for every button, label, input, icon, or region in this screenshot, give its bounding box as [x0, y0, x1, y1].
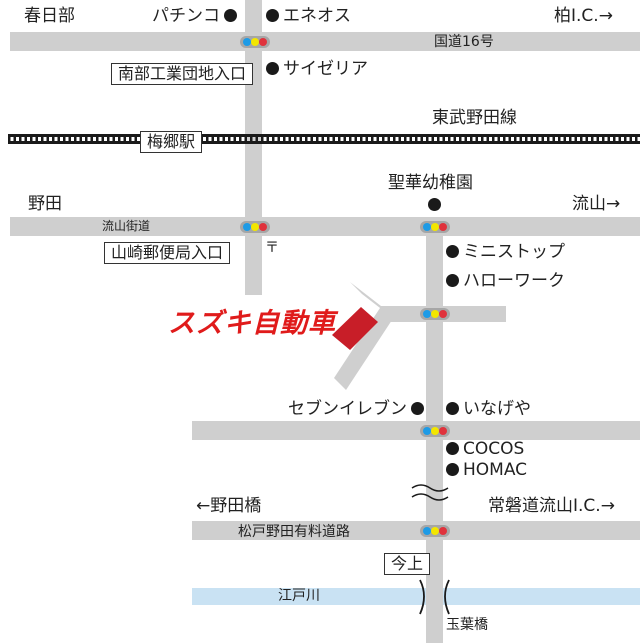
road-break-mark	[411, 484, 449, 492]
route16-road	[10, 32, 640, 51]
label-noda: 野田	[28, 194, 62, 214]
label-toll-road: 松戸野田有料道路	[238, 524, 350, 540]
ministop-text: ミニストップ	[463, 242, 565, 262]
pachinko-text: パチンコ	[152, 6, 220, 26]
label-edogawa: 江戸川	[278, 588, 320, 604]
label-nagareyama-kaido: 流山街道	[102, 219, 151, 233]
poi-dot-icon	[446, 442, 459, 455]
bridge-mark-right	[444, 579, 450, 615]
label-saizeriya: サイゼリア	[266, 61, 368, 78]
label-kashiwa-ic: 柏I.C.→	[554, 6, 613, 26]
label-cocos: COCOS	[446, 441, 524, 458]
label-nagareyama: 流山→	[572, 194, 621, 214]
traffic-signal	[240, 36, 270, 48]
seven-eleven-text: セブンイレブン	[288, 399, 407, 419]
hellowork-text: ハローワーク	[463, 271, 565, 291]
label-tobu-noda-line: 東武野田線	[432, 108, 517, 128]
label-eneos: エネオス	[266, 8, 351, 25]
label-inageya: いなげや	[446, 401, 531, 418]
homac-text: HOMAC	[463, 460, 528, 480]
label-ministop: ミニストップ	[446, 244, 565, 261]
destination-title: スズキ自動車	[168, 308, 336, 339]
post-office-icon: 〒	[265, 240, 279, 256]
bridge-mark-left	[419, 579, 425, 615]
label-kasukabe: 春日部	[24, 6, 75, 26]
branch-road-southwest	[334, 308, 392, 390]
seven-eleven-road	[192, 421, 640, 440]
label-seika-kindergarten: 聖華幼稚園	[388, 173, 473, 193]
poi-dot-icon	[224, 9, 237, 22]
label-tamabashi: 玉葉橋	[446, 617, 488, 633]
tobu-noda-railway	[8, 134, 640, 144]
label-hellowork: ハローワーク	[446, 273, 565, 290]
nagareyama-kaido-road	[10, 217, 640, 236]
poi-dot-icon	[446, 463, 459, 476]
cocos-text: COCOS	[463, 439, 525, 459]
saizeriya-text: サイゼリア	[283, 59, 368, 79]
eneos-text: エネオス	[283, 6, 351, 26]
label-route16: 国道16号	[434, 34, 494, 50]
toll-road	[192, 521, 640, 540]
poi-dot-icon	[446, 274, 459, 287]
road-break-mark	[411, 493, 449, 501]
poi-dot-icon	[411, 402, 424, 415]
traffic-signal	[420, 221, 450, 233]
traffic-signal	[240, 221, 270, 233]
label-nodabashi: ←野田橋	[196, 496, 262, 516]
inageya-text: いなげや	[463, 399, 531, 419]
label-nanbu-industrial: 南部工業団地入口	[111, 63, 254, 85]
poi-dot-icon	[428, 198, 441, 211]
label-imagami: 今上	[384, 553, 431, 575]
poi-dot-icon	[266, 62, 279, 75]
label-homac: HOMAC	[446, 462, 527, 479]
label-joban-ic: 常磐道流山I.C.→	[488, 496, 615, 516]
poi-dot-icon	[446, 245, 459, 258]
label-seven-eleven: セブンイレブン	[288, 401, 424, 418]
destination-marker	[332, 307, 378, 350]
label-pachinko: パチンコ	[152, 8, 237, 25]
traffic-signal	[420, 308, 450, 320]
branch-road-north	[350, 282, 393, 318]
label-umesato-station: 梅郷駅	[140, 131, 203, 153]
traffic-signal	[420, 425, 450, 437]
edogawa-river	[192, 588, 640, 605]
label-yamazaki-post: 山崎郵便局入口	[104, 242, 231, 264]
poi-dot-icon	[446, 402, 459, 415]
traffic-signal	[420, 525, 450, 537]
poi-dot-icon	[266, 9, 279, 22]
